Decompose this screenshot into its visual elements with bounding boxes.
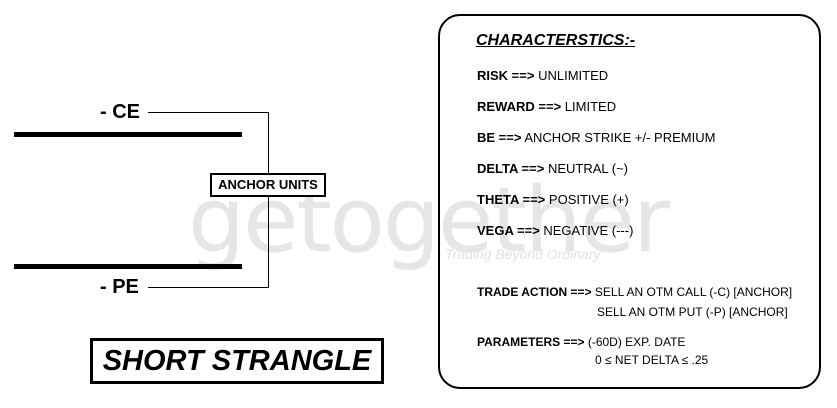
parameters-line-1: (-60D) EXP. DATE bbox=[587, 335, 686, 349]
row-value: NEGATIVE (---) bbox=[543, 223, 634, 238]
connector-top bbox=[148, 112, 268, 113]
anchor-units-box: ANCHOR UNITS bbox=[210, 173, 326, 197]
call-leg-label: - CE bbox=[100, 101, 140, 123]
row-key: DELTA ==> bbox=[477, 161, 545, 176]
trade-action-line-2: SELL AN OTM PUT (-P) [ANCHOR] bbox=[597, 305, 788, 319]
row-value: NEUTRAL (~) bbox=[547, 161, 628, 176]
be-row: BE ==> ANCHOR STRIKE +/- PREMIUM bbox=[477, 130, 715, 145]
row-key: VEGA ==> bbox=[477, 223, 540, 238]
trade-action-row: TRADE ACTION ==> SELL AN OTM CALL (-C) [… bbox=[477, 285, 792, 299]
row-key: REWARD ==> bbox=[477, 99, 562, 114]
characteristics-panel: CHARACTERSTICS:- RISK ==> UNLIMITED REWA… bbox=[438, 14, 821, 389]
reward-row: REWARD ==> LIMITED bbox=[477, 99, 616, 114]
characteristics-heading: CHARACTERSTICS:- bbox=[476, 32, 636, 49]
row-key: THETA ==> bbox=[477, 192, 546, 207]
parameters-line-2: 0 ≤ NET DELTA ≤ .25 bbox=[595, 353, 709, 367]
row-key: RISK ==> bbox=[477, 68, 535, 83]
put-leg-label: - PE bbox=[100, 276, 139, 298]
trade-action-key: TRADE ACTION ==> bbox=[477, 285, 592, 299]
connector-bottom bbox=[148, 287, 269, 288]
delta-row: DELTA ==> NEUTRAL (~) bbox=[477, 161, 628, 176]
connector-vertical bbox=[268, 112, 269, 287]
row-value: POSITIVE (+) bbox=[548, 192, 629, 207]
row-value: LIMITED bbox=[564, 99, 617, 114]
strategy-title: SHORT STRANGLE bbox=[90, 338, 384, 384]
row-key: BE ==> bbox=[477, 130, 522, 145]
row-value: ANCHOR STRIKE +/- PREMIUM bbox=[524, 130, 716, 145]
parameters-row: PARAMETERS ==> (-60D) EXP. DATE bbox=[477, 335, 685, 349]
vega-row: VEGA ==> NEGATIVE (---) bbox=[477, 223, 633, 238]
risk-row: RISK ==> UNLIMITED bbox=[477, 68, 608, 83]
parameters-key: PARAMETERS ==> bbox=[477, 335, 585, 349]
watermark-tagline: Trading Beyond Ordinary bbox=[445, 246, 601, 262]
put-leg-line bbox=[14, 264, 242, 269]
row-value: UNLIMITED bbox=[538, 68, 609, 83]
theta-row: THETA ==> POSITIVE (+) bbox=[477, 192, 629, 207]
trade-action-line-1: SELL AN OTM CALL (-C) [ANCHOR] bbox=[594, 285, 793, 299]
call-leg-line bbox=[14, 132, 242, 137]
